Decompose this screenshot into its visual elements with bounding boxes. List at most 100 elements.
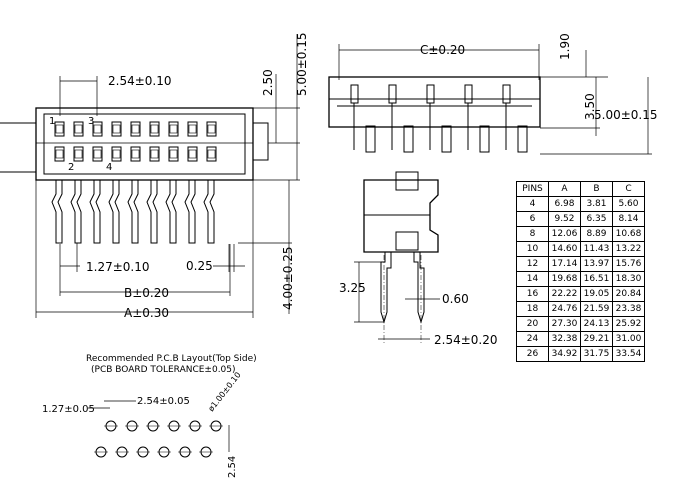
table-header-cell: C	[612, 181, 645, 197]
front-pin-top-inner	[169, 124, 178, 134]
front-pin-bottom-inner	[131, 149, 140, 159]
dim-c-label: C±0.20	[420, 43, 465, 57]
front-pin-bottom-inner	[55, 149, 64, 159]
front-pin-top	[54, 121, 65, 137]
table-cell: 17.14	[548, 256, 581, 272]
front-pin-top-inner	[150, 124, 159, 134]
dim-half-pitch-label: 1.27±0.10	[86, 260, 150, 274]
end-bottom-latch	[395, 231, 419, 251]
side-pin-top	[388, 84, 397, 104]
table-cell: 18	[516, 301, 549, 317]
front-lead	[184, 180, 196, 244]
table-cell: 32.38	[548, 331, 581, 347]
front-pin-bottom-inner	[93, 149, 102, 159]
table-cell: 6.35	[580, 211, 613, 227]
dim-2-50-label: 2.50	[261, 69, 275, 96]
dim-3-50-label: 3.50	[583, 93, 597, 120]
side-pin-top	[502, 84, 511, 104]
front-pin-bottom	[149, 146, 160, 162]
pcb-title-line2: (PCB BOARD TOLERANCE±0.05)	[91, 365, 236, 375]
dim-1-90-label: 1.90	[558, 33, 572, 60]
table-cell: 12.06	[548, 226, 581, 242]
side-pin-bottom	[517, 125, 528, 153]
front-pin-top	[111, 121, 122, 137]
table-cell: 22.22	[548, 286, 581, 302]
table-header-row: PINS A B C	[516, 181, 645, 197]
side-pin-top	[464, 84, 473, 104]
end-pin-right	[413, 252, 425, 324]
table-cell: 8.14	[612, 211, 645, 227]
end-top-latch	[395, 171, 419, 191]
table-cell: 14.60	[548, 241, 581, 257]
side-pin-bottom	[441, 125, 452, 153]
front-pin-bottom	[168, 146, 179, 162]
table-cell: 14	[516, 271, 549, 287]
table-cell: 13.97	[580, 256, 613, 272]
table-cell: 25.92	[612, 316, 645, 332]
table-cell: 31.00	[612, 331, 645, 347]
front-pin-bottom	[92, 146, 103, 162]
pin-number-4: 4	[106, 162, 112, 173]
table-cell: 4	[516, 196, 549, 212]
front-lead	[51, 180, 63, 244]
pcb-layout: Recommended P.C.B Layout(Top Side) (PCB …	[42, 354, 257, 478]
front-pin-top-inner	[207, 124, 216, 134]
front-pin-top	[73, 121, 84, 137]
table-cell: 8.89	[580, 226, 613, 242]
front-pin-top	[149, 121, 160, 137]
table-cell: 5.60	[612, 196, 645, 212]
front-pin-top	[187, 121, 198, 137]
table-cell: 6.98	[548, 196, 581, 212]
table-header-cell: PINS	[516, 181, 549, 197]
table-cell: 34.92	[548, 346, 581, 362]
front-pin-top-inner	[131, 124, 140, 134]
front-lead	[127, 180, 139, 244]
front-pin-top-inner	[74, 124, 83, 134]
front-pin-bottom-inner	[112, 149, 121, 159]
table-cell: 33.54	[612, 346, 645, 362]
table-cell: 13.22	[612, 241, 645, 257]
dim-pcb-2-54-v-label: 2.54	[227, 456, 238, 478]
front-lead	[165, 180, 177, 244]
table-cell: 24.76	[548, 301, 581, 317]
table-cell: 16	[516, 286, 549, 302]
front-view: 2.54±0.10 1 2 3 4 2.50 5.00±0.15 4.00±0.…	[0, 33, 309, 320]
dim-pcb-1-27-label: 1.27±0.05	[42, 404, 95, 415]
dim-b-label: B±0.20	[124, 286, 169, 300]
front-lead	[146, 180, 158, 244]
front-pin-top	[92, 121, 103, 137]
dim-pcb-hole-label: ø1.00±0.10	[206, 370, 242, 413]
table-cell: 20	[516, 316, 549, 332]
front-lead	[89, 180, 101, 244]
table-cell: 16.51	[580, 271, 613, 287]
table-cell: 27.30	[548, 316, 581, 332]
dim-pcb-2-54-label: 2.54±0.05	[137, 396, 190, 407]
dim-end-2-54-label: 2.54±0.20	[434, 333, 498, 347]
table-cell: 20.84	[612, 286, 645, 302]
front-pin-top	[130, 121, 141, 137]
front-pin-bottom	[73, 146, 84, 162]
front-pin-bottom-inner	[150, 149, 159, 159]
front-pin-top-inner	[93, 124, 102, 134]
front-pin-bottom	[206, 146, 217, 162]
side-pin-bottom	[403, 125, 414, 153]
table-cell: 31.75	[580, 346, 613, 362]
table-header-cell: B	[580, 181, 613, 197]
side-pin-bottom	[479, 125, 490, 153]
side-body	[328, 76, 541, 128]
pcb-title-line1: Recommended P.C.B Layout(Top Side)	[86, 354, 257, 364]
end-body-outline	[363, 179, 439, 253]
table-cell: 23.38	[612, 301, 645, 317]
front-right-tab	[253, 122, 269, 161]
front-body-outer	[35, 107, 254, 181]
end-pin-left	[380, 252, 392, 324]
